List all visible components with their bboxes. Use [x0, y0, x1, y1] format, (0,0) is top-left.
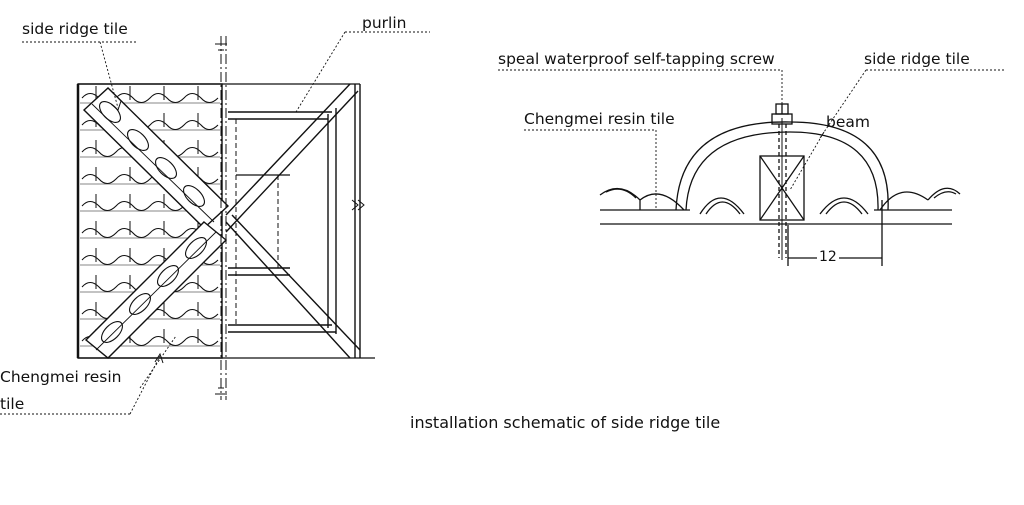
- label-screw: speal waterproof self-tapping screw: [498, 50, 775, 68]
- side-ridge-diagonal-upper: [82, 87, 230, 229]
- ridge-joint: [129, 293, 151, 315]
- tile-course: [81, 227, 219, 239]
- side-ridge-diagonal-lower: [84, 221, 228, 359]
- ridge-joint: [101, 321, 123, 343]
- centerline-left: [215, 36, 227, 400]
- ridge-joint: [157, 265, 179, 287]
- ridge-joint: [185, 237, 207, 259]
- dimension-value: 12: [817, 248, 839, 266]
- resin-tile-wave-left: [599, 188, 685, 211]
- label-side-ridge-tile-left: side ridge tile: [22, 20, 128, 38]
- leader-lines-left: [0, 31, 430, 415]
- label-resin-tile-left-line2: tile: [0, 395, 25, 413]
- label-side-ridge-tile-right: side ridge tile: [864, 50, 970, 68]
- label-beam: beam: [826, 113, 870, 131]
- ridge-joint: [127, 129, 149, 151]
- label-resin-tile-left-line1: Chengmei resin: [0, 368, 122, 386]
- side-ridge-tile-arc: [675, 121, 889, 211]
- label-purlin: purlin: [362, 14, 407, 32]
- resin-tile-wave-right: [879, 187, 961, 211]
- label-resin-tile-right: Chengmei resin tile: [524, 110, 675, 128]
- diagram-caption: installation schematic of side ridge til…: [410, 413, 721, 432]
- ridge-joint: [183, 185, 205, 207]
- ridge-joint: [155, 157, 177, 179]
- purlin-frame: [225, 83, 361, 359]
- leader-lines-right: [498, 69, 1004, 208]
